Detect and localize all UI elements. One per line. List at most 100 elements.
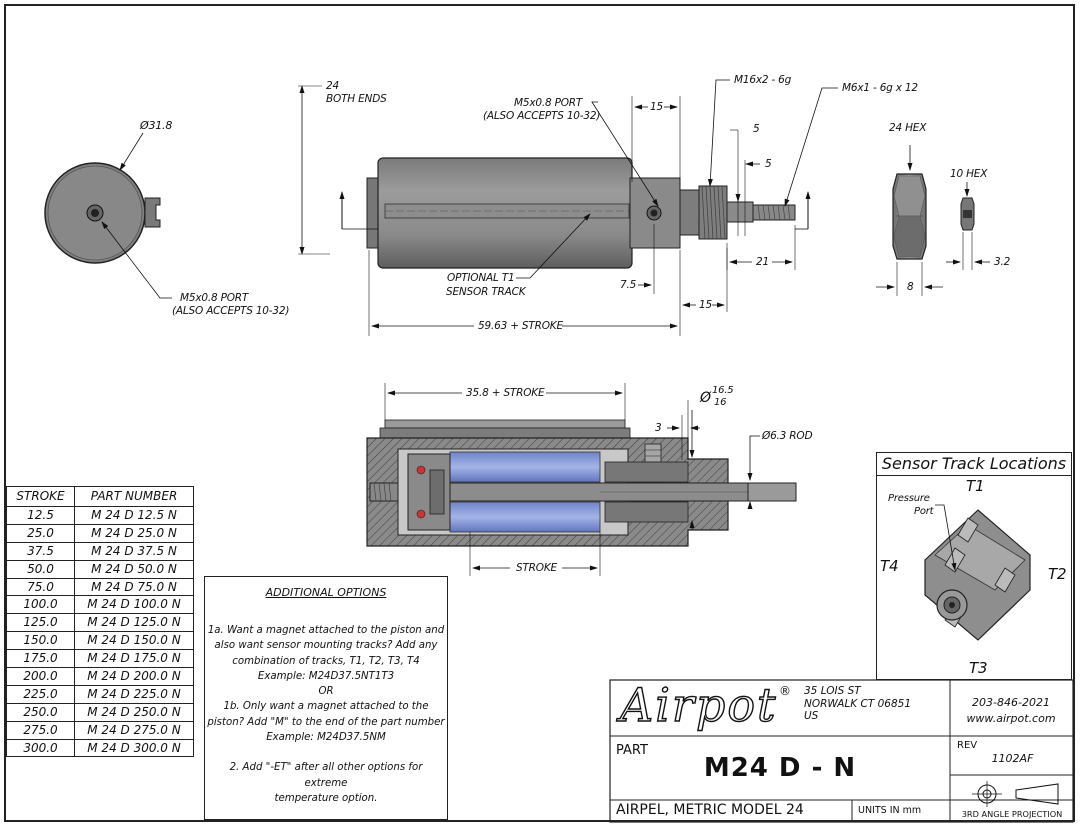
website: www.airpot.com — [966, 712, 1056, 725]
side-port-note: (ALSO ACCEPTS 10-32) — [483, 110, 601, 122]
cell-part: M 24 D 200.0 N — [74, 667, 194, 686]
part-description: AIRPEL, METRIC MODEL 24 — [616, 802, 804, 818]
dim-15-bottom: 15 — [699, 299, 712, 311]
option-line: Example: M24D37.5NT1T3 — [257, 670, 395, 682]
projection-label: 3RD ANGLE PROJECTION — [961, 809, 1063, 819]
cell-part: M 24 D 37.5 N — [74, 541, 194, 561]
option-line: Example: M24D37.5NM — [266, 732, 386, 744]
cell-stroke: 50.0 — [6, 559, 75, 579]
rev-label: REV — [957, 740, 978, 751]
part-number: M24 D - N — [703, 753, 857, 783]
dia-16-5: 16.5 — [712, 385, 734, 396]
track-t1-label: T1 — [966, 477, 985, 495]
track-t3-label: T3 — [969, 659, 988, 677]
cell-stroke: 200.0 — [6, 667, 75, 686]
address-line: NORWALK CT 06851 — [804, 697, 912, 710]
front-diameter-label: Ø31.8 — [140, 119, 173, 132]
airpot-logo: Airpot — [619, 678, 778, 732]
side-port-label: M5x0.8 PORT — [514, 97, 583, 109]
both-ends-label: BOTH ENDS — [326, 93, 387, 105]
bore-length-label: 35.8 + STROKE — [466, 387, 545, 399]
part-label: PART — [616, 743, 648, 758]
cell-stroke: 25.0 — [6, 523, 75, 543]
dim-7-5: 7.5 — [620, 279, 637, 291]
cell-part: M 24 D 125.0 N — [74, 613, 194, 633]
cell-stroke: 75.0 — [6, 577, 75, 597]
dia-16: 16 — [714, 397, 727, 408]
dim-8: 8 — [907, 281, 914, 293]
option-line: piston? Add "M" to the end of the part n… — [207, 716, 445, 728]
address-line: 35 LOIS ST — [804, 685, 861, 697]
thread-rod-label: M6x1 - 6g x 12 — [842, 82, 918, 94]
overall-length-label: 59.63 + STROKE — [478, 320, 563, 332]
cell-part: M 24 D 150.0 N — [74, 631, 194, 651]
header-part-number: PART NUMBER — [74, 486, 194, 507]
cell-stroke: 225.0 — [6, 684, 75, 704]
option-line: OR — [318, 686, 334, 698]
front-view — [44, 132, 172, 299]
header-stroke: STROKE — [6, 486, 75, 507]
thread-main-label: M16x2 - 6g — [734, 74, 792, 86]
option-line: combination of tracks, T1, T2, T3, T4 — [232, 655, 420, 667]
cell-part: M 24 D 250.0 N — [74, 702, 194, 722]
company-contact: 203-846-2021 www.airpot.com — [952, 695, 1070, 727]
dim-15-top: 15 — [650, 101, 663, 113]
dim-3-2: 3.2 — [994, 256, 1011, 268]
sensor-track-title: Sensor Track Locations — [877, 453, 1071, 476]
sensor-track-illustration — [924, 504, 1031, 641]
rev-value: 1102AF — [991, 752, 1034, 765]
cell-part: M 24 D 225.0 N — [74, 684, 194, 704]
dia-symbol: Ø — [700, 390, 711, 406]
option-line: also want sensor mounting tracks? Add an… — [214, 640, 438, 652]
additional-options-box: ADDITIONAL OPTIONS 1a. Want a magnet att… — [204, 576, 448, 820]
sensor-track-label: OPTIONAL T1 — [447, 272, 515, 284]
pressure-port-note: Port — [914, 506, 934, 517]
section-view — [366, 383, 797, 576]
option-line: 1b. Only want a magnet attached to the — [223, 701, 429, 713]
front-port-label: M5x0.8 PORT — [180, 292, 249, 304]
cell-stroke: 300.0 — [6, 738, 75, 758]
cell-stroke: 100.0 — [6, 595, 75, 615]
front-port-note: (ALSO ACCEPTS 10-32) — [172, 305, 290, 317]
dim-24-label: 24 — [326, 80, 339, 92]
cell-part: M 24 D 275.0 N — [74, 720, 194, 740]
stroke-label: STROKE — [516, 562, 557, 574]
dim-21: 21 — [756, 256, 769, 268]
cell-stroke: 175.0 — [6, 649, 75, 669]
track-t4-label: T4 — [880, 557, 899, 575]
option-line: 2. Add "-ET" after all other options for… — [229, 762, 423, 789]
table-header-row: STROKE PART NUMBER — [6, 486, 194, 507]
cell-part: M 24 D 300.0 N — [74, 738, 194, 758]
sensor-track-box: Sensor Track Locations — [876, 452, 1072, 680]
cell-stroke: 37.5 — [6, 541, 75, 561]
cell-part: M 24 D 25.0 N — [74, 523, 194, 543]
drawing-border — [4, 4, 1075, 822]
options-body: 1a. Want a magnet attached to the piston… — [207, 623, 445, 806]
sensor-track-note: SENSOR TRACK — [446, 286, 526, 298]
title-block — [609, 679, 1074, 823]
side-view — [298, 79, 838, 336]
cell-stroke: 150.0 — [6, 631, 75, 651]
hex24-label: 24 HEX — [889, 122, 927, 134]
cell-part: M 24 D 12.5 N — [74, 506, 194, 525]
cell-stroke: 125.0 — [6, 613, 75, 633]
option-line: 1a. Want a magnet attached to the piston… — [207, 625, 445, 636]
phone-number: 203-846-2021 — [972, 696, 1050, 709]
hex-view — [876, 145, 990, 296]
dim-5a: 5 — [753, 123, 760, 135]
cell-part: M 24 D 175.0 N — [74, 649, 194, 669]
address-line: US — [804, 710, 819, 722]
